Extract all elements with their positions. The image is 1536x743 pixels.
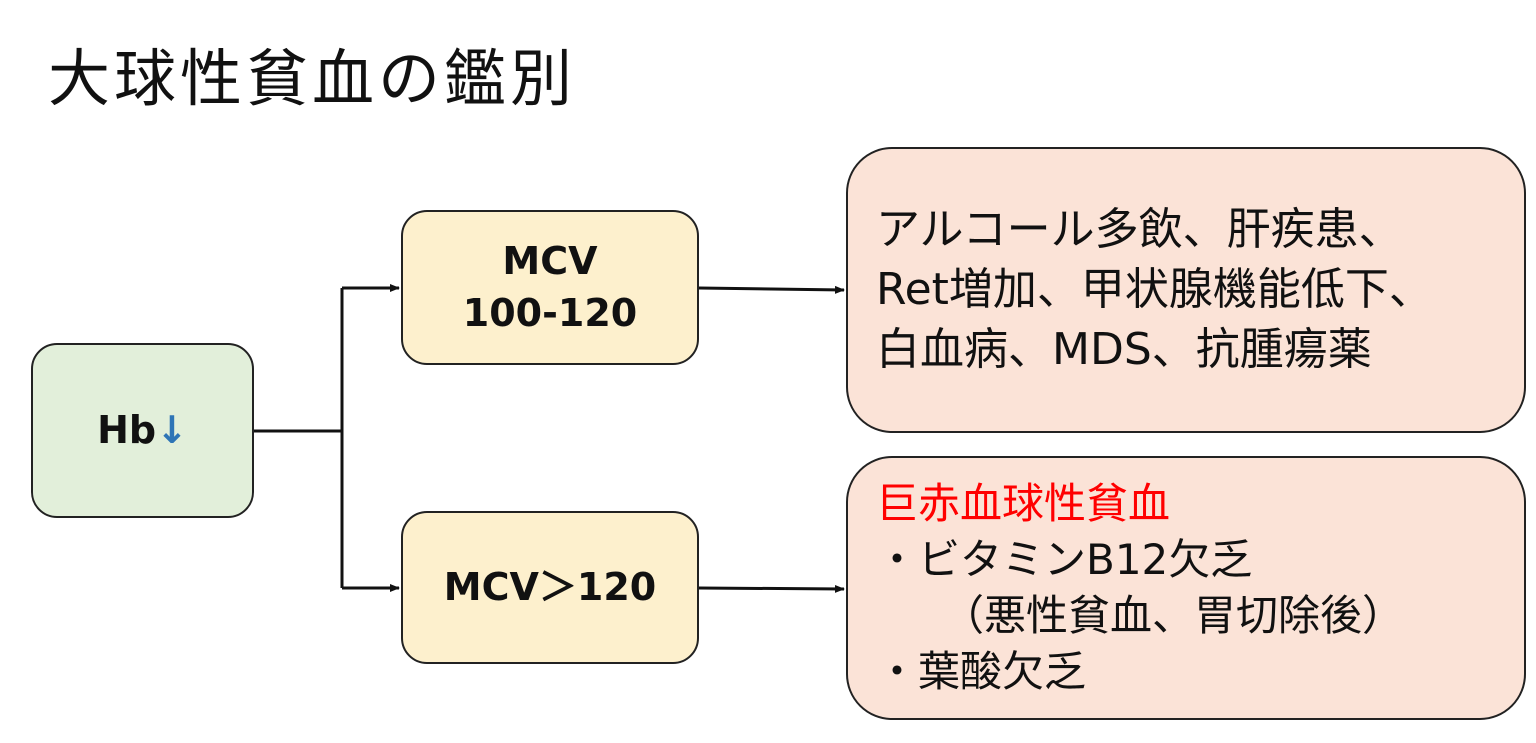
mcv-over-120-label: MCV＞120	[443, 564, 657, 609]
hb-label: Hb	[97, 407, 157, 452]
outcome-line: Ret増加、甲状腺機能低下、	[876, 264, 1433, 315]
arrow-to-outcome-2	[698, 584, 845, 593]
outcome-heading: 巨赤血球性貧血	[876, 479, 1171, 528]
mcv-100-120-node: MCV 100-120	[401, 210, 699, 365]
down-arrow-icon: ↓	[156, 407, 188, 452]
outcome-line: ・ビタミンB12欠乏	[876, 535, 1253, 584]
outcome-megaloblastic-anemia: 巨赤血球性貧血 ・ビタミンB12欠乏 （悪性貧血、胃切除後） ・葉酸欠乏	[846, 456, 1526, 720]
page-title: 大球性貧血の鑑別	[48, 42, 577, 115]
hb-node: Hb↓	[31, 343, 254, 518]
outcome-line: アルコール多飲、肝疾患、	[876, 204, 1403, 255]
outcome-line: ・葉酸欠乏	[876, 647, 1087, 696]
mcv-range: 100-120	[462, 290, 638, 335]
outcome-macrocytic-causes: アルコール多飲、肝疾患、 Ret増加、甲状腺機能低下、 白血病、MDS、抗腫瘍薬	[846, 147, 1526, 433]
outcome-line: 白血病、MDS、抗腫瘍薬	[876, 324, 1372, 375]
outcome-line: （悪性貧血、胃切除後）	[942, 591, 1405, 640]
mcv-over-120-node: MCV＞120	[401, 511, 699, 664]
mcv-label: MCV	[502, 239, 598, 284]
arrow-to-outcome-1	[698, 285, 845, 294]
